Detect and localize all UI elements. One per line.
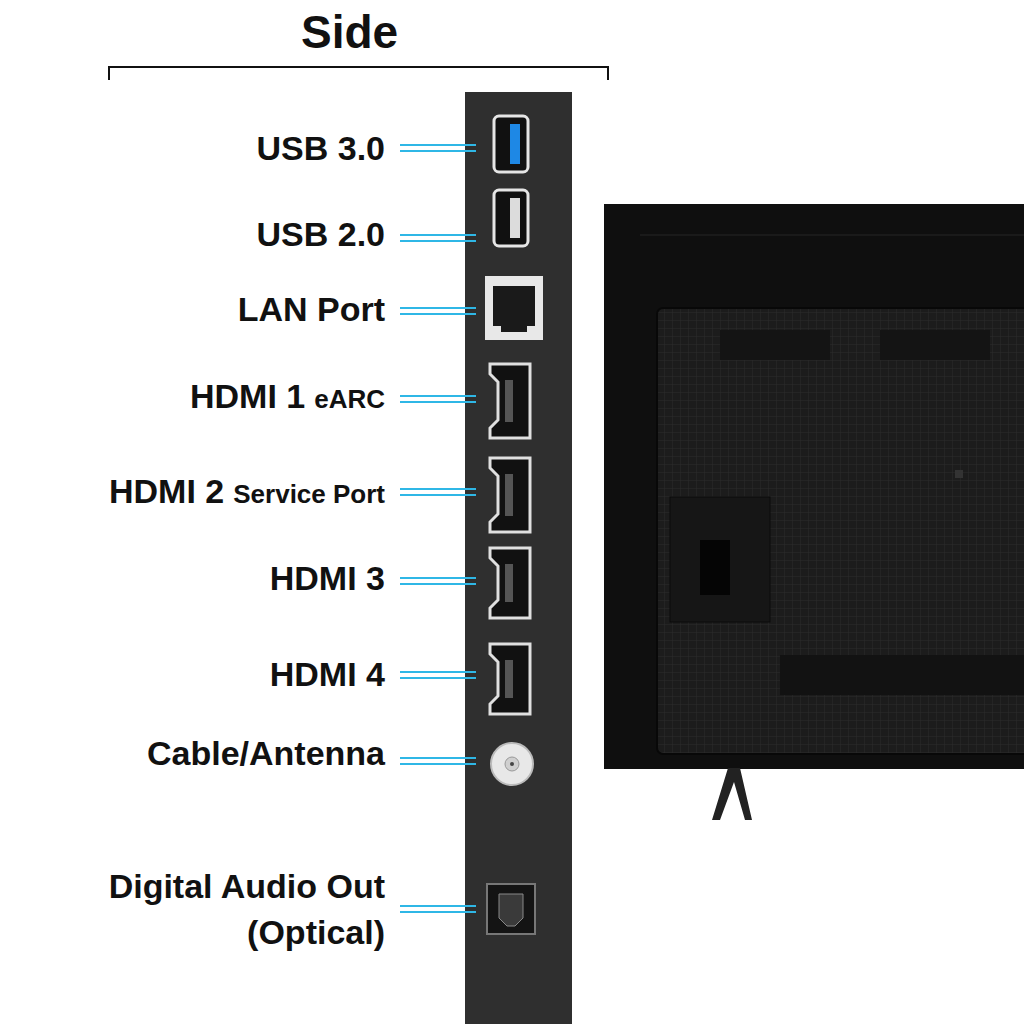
- port-label: HDMI 1: [190, 377, 305, 416]
- port-label: USB 3.0: [257, 129, 386, 168]
- label-row: LAN Port: [238, 290, 385, 329]
- label-row: HDMI 1 eARC: [190, 377, 385, 416]
- port-label: HDMI 2: [109, 472, 224, 511]
- port-label: Cable/Antenna: [147, 734, 385, 773]
- port-label: LAN Port: [238, 290, 385, 329]
- port-label: HDMI 4: [270, 655, 385, 694]
- label-row: USB 3.0: [257, 129, 386, 168]
- heading: Side: [301, 5, 398, 59]
- label-row: HDMI 3: [270, 559, 385, 598]
- label-row: HDMI 4: [270, 655, 385, 694]
- label-row: Digital Audio Out (Optical): [55, 864, 385, 956]
- port-label: HDMI 3: [270, 559, 385, 598]
- label-row: USB 2.0: [257, 215, 386, 254]
- port-label: Digital Audio Out (Optical): [55, 864, 385, 956]
- port-label: Service Port: [233, 479, 385, 510]
- label-row: Cable/Antenna: [147, 734, 385, 773]
- port-label: USB 2.0: [257, 215, 386, 254]
- port-label: eARC: [314, 384, 385, 415]
- label-row: HDMI 2 Service Port: [109, 472, 385, 511]
